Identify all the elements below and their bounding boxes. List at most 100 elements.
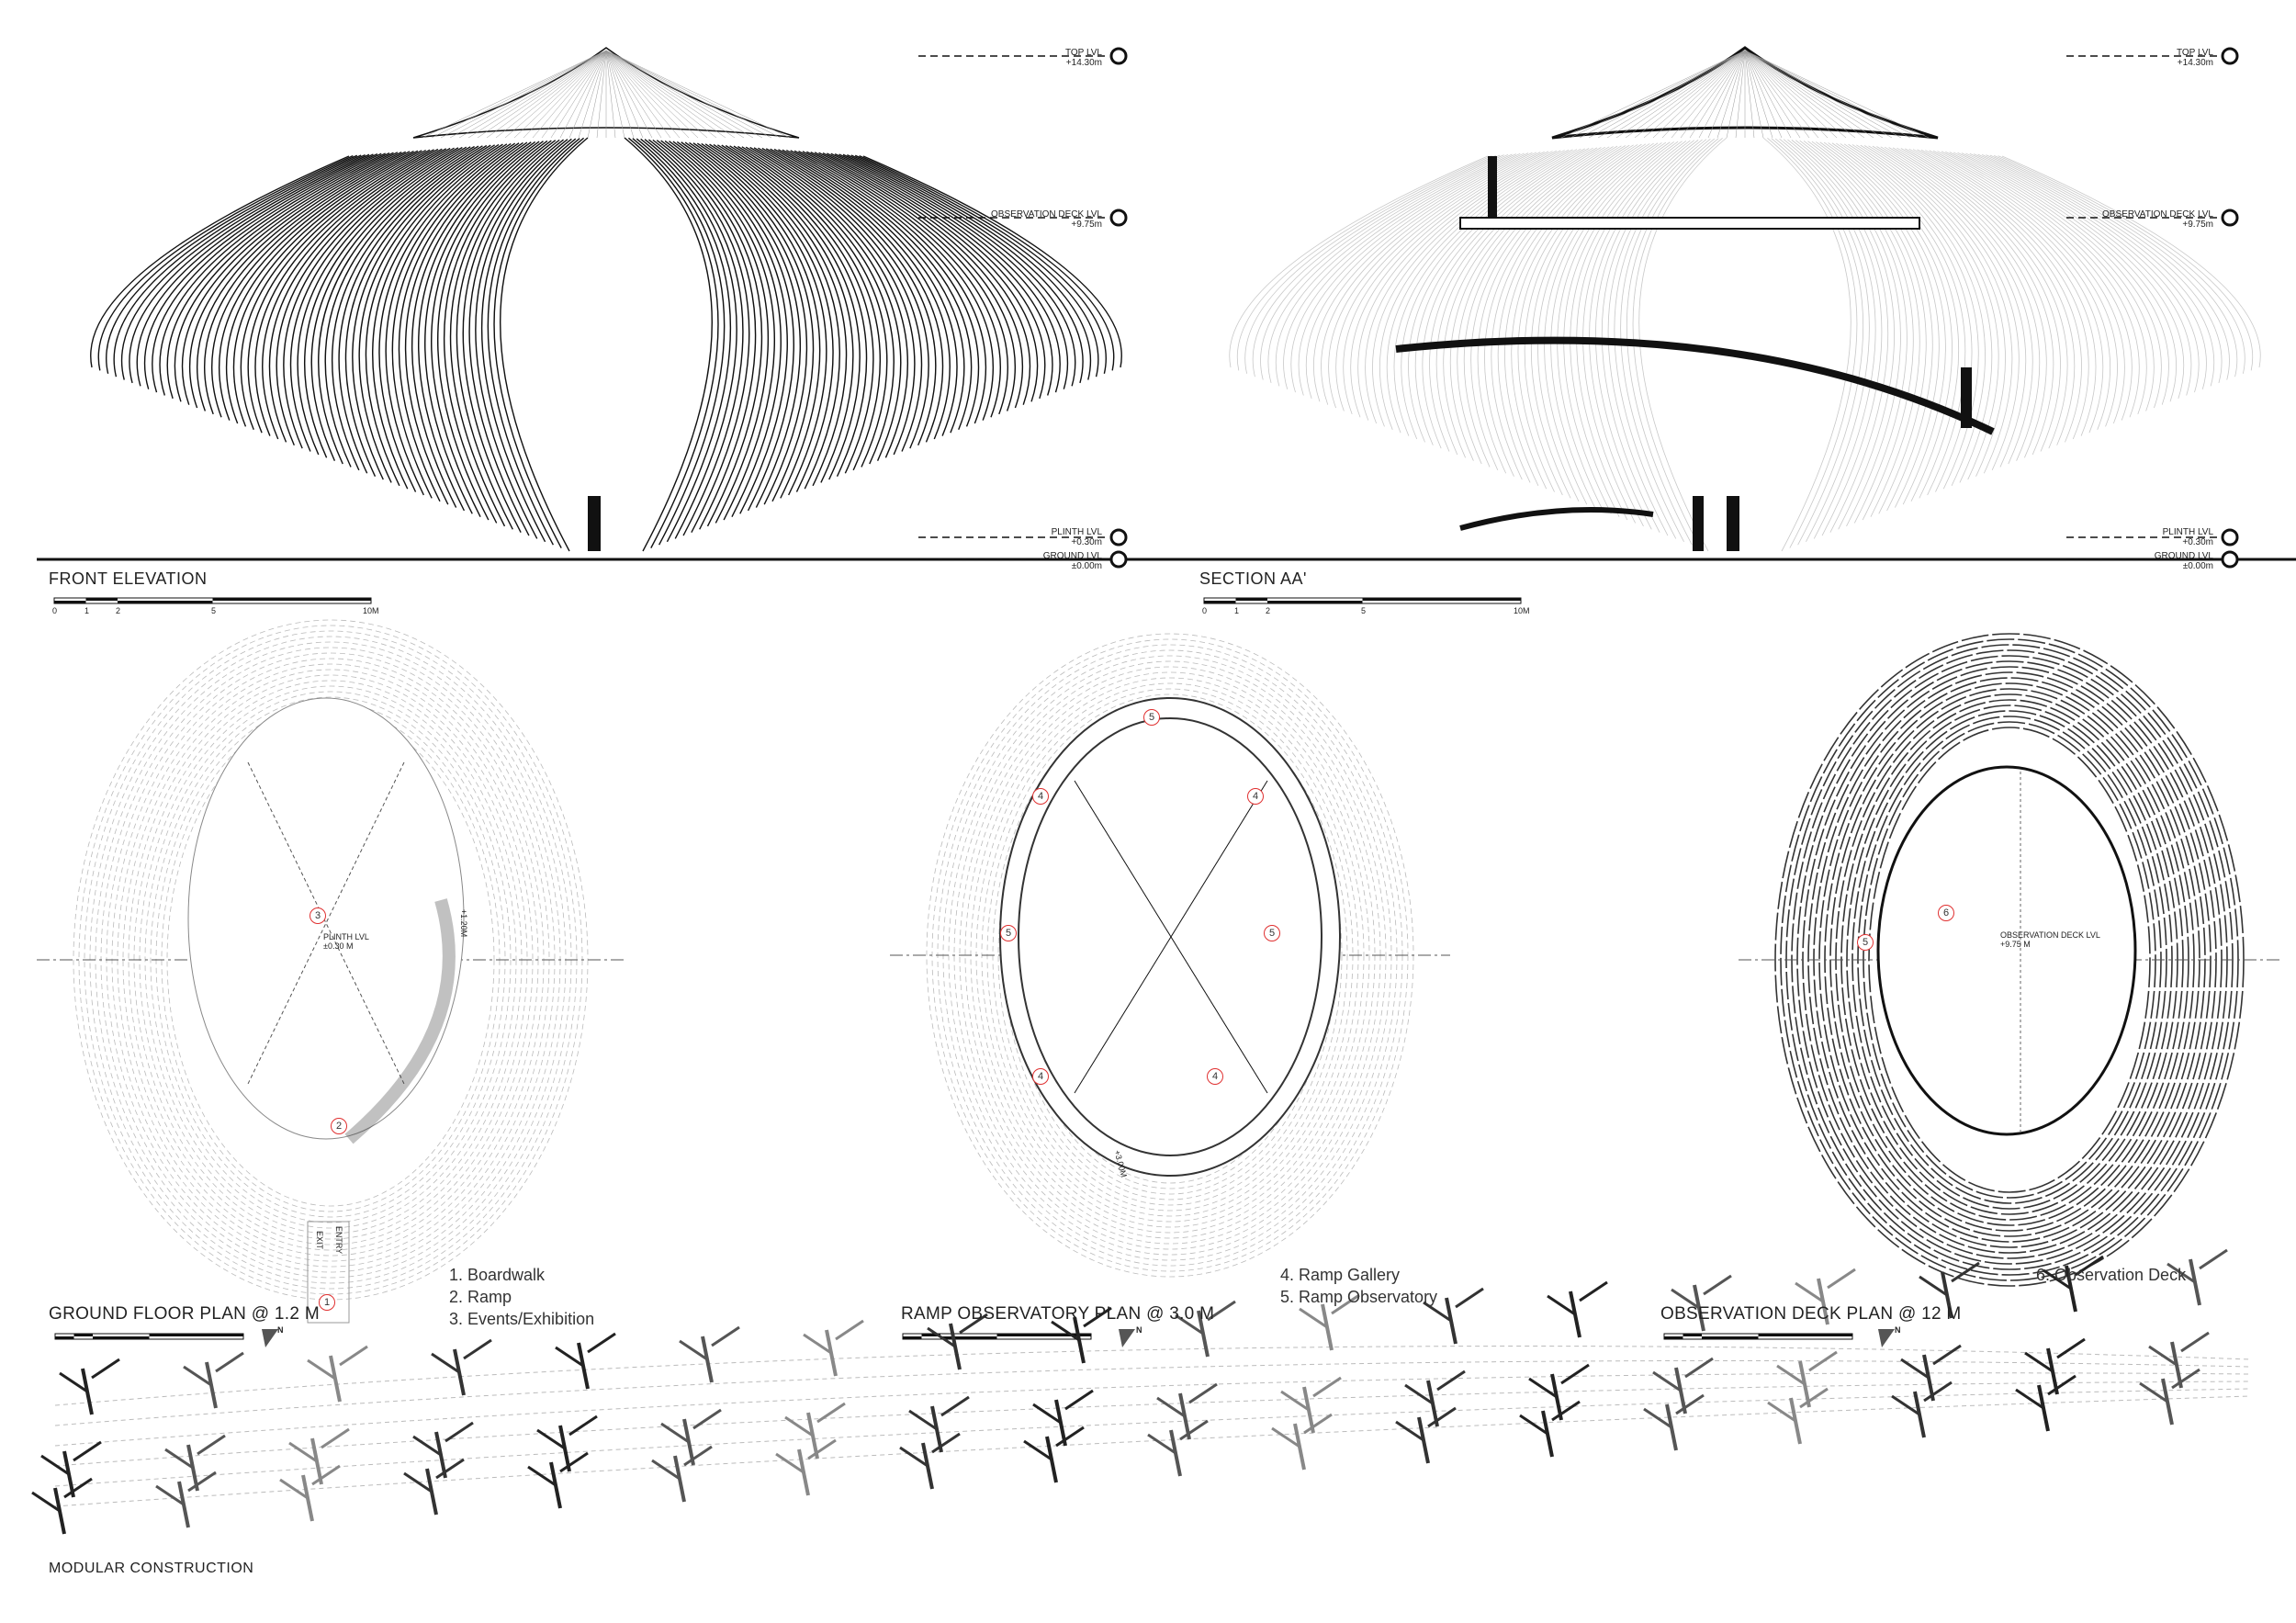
scale-bar-segment	[1362, 598, 1521, 601]
roof-rib	[605, 50, 717, 139]
module-member	[1643, 1407, 1672, 1429]
module-member	[559, 1451, 589, 1473]
bamboo-member	[1840, 143, 1973, 492]
bamboo-member	[1961, 152, 2185, 400]
legend-item: 3. Events/Exhibition	[449, 1310, 595, 1328]
section-plinth-level: PLINTH LVL+0.30m	[2162, 527, 2213, 547]
module-member	[412, 1435, 442, 1457]
roof-rib	[1744, 50, 1764, 139]
roof-rib	[1652, 50, 1746, 139]
human-figure	[1693, 496, 1704, 551]
module-member	[692, 1408, 722, 1430]
scale-tick: 5	[211, 606, 217, 615]
roof-rib	[1643, 50, 1746, 139]
bamboo-member	[1365, 150, 1561, 424]
roof-rib	[504, 50, 607, 139]
module-member	[1547, 1294, 1576, 1316]
bamboo-member	[136, 153, 374, 387]
roof-rib	[605, 50, 782, 139]
front-ground-level: GROUND LVL±0.00m	[1042, 551, 1102, 571]
scale-bar-segment	[1683, 1334, 1702, 1336]
module-member	[1427, 1406, 1457, 1428]
roof-rib	[596, 50, 607, 139]
scale-bar-segment	[212, 598, 371, 601]
bamboo-member	[365, 143, 503, 487]
roof-rib	[605, 50, 708, 139]
roof-rib	[1744, 50, 1773, 139]
bamboo-member	[378, 142, 512, 492]
roof-rib	[1744, 50, 1755, 139]
bamboo-member	[1614, 139, 1711, 539]
bamboo-member	[262, 148, 443, 440]
bamboo-member	[1422, 147, 1593, 449]
roof-rib	[605, 50, 690, 139]
bamboo-member	[1414, 148, 1590, 445]
bamboo-member	[324, 145, 479, 468]
module-member	[1175, 1313, 1204, 1336]
roof-rib	[1625, 50, 1746, 139]
bamboo-member	[462, 139, 564, 533]
roof-rib	[1707, 50, 1746, 139]
scale-bar-segment	[85, 598, 118, 601]
bamboo-member	[181, 152, 399, 405]
roof-rib	[1726, 50, 1746, 139]
module-member	[1280, 1390, 1310, 1412]
bamboo-member	[1977, 153, 2215, 387]
module-member	[1776, 1364, 1806, 1386]
roof-rib	[605, 50, 616, 139]
bamboo-member	[729, 145, 881, 471]
bamboo-member	[1544, 141, 1667, 505]
deck-plan-title: OBSERVATION DECK PLAN @ 12 M	[1660, 1304, 1962, 1324]
bamboo-member	[1900, 148, 2076, 445]
module-member	[2047, 1374, 2077, 1396]
ramp-plan	[344, 898, 456, 1144]
ground-plan-legend: 1. Boardwalk 2. Ramp 3. Events/Exhibitio…	[449, 1264, 594, 1330]
module-member	[1808, 1350, 1838, 1372]
bamboo-member	[1925, 150, 2118, 427]
bamboo-member	[827, 152, 1053, 396]
bamboo-member	[701, 142, 834, 492]
bamboo-member	[97, 155, 354, 371]
human-figure	[588, 496, 601, 551]
module-member	[1299, 1307, 1328, 1329]
bamboo-member	[721, 144, 868, 477]
scale-tick: 10M	[1514, 606, 1530, 615]
scale-tick: 0	[52, 606, 58, 615]
north-arrow-icon	[1119, 1329, 1135, 1347]
roof-rib	[605, 50, 653, 139]
bamboo-member	[636, 138, 732, 543]
bamboo-member	[1779, 139, 1876, 539]
module-member	[1032, 1403, 1062, 1425]
bamboo-member	[385, 142, 516, 496]
module-member	[679, 1339, 708, 1361]
bamboo-member	[493, 137, 585, 548]
module-member	[91, 1358, 120, 1380]
bamboo-member	[1774, 138, 1870, 543]
bamboo-member	[632, 138, 726, 546]
scale-tick: 5	[1361, 606, 1367, 615]
module-member	[2056, 1337, 2086, 1359]
bamboo-member	[1335, 151, 1545, 411]
bamboo-member	[862, 155, 1122, 368]
human-figure	[1727, 496, 1739, 551]
roof-rib	[1744, 50, 1829, 139]
module-member	[1147, 1433, 1176, 1455]
bamboo-member	[1791, 140, 1895, 530]
bamboo-member	[1582, 140, 1691, 524]
roof-rib	[1698, 50, 1746, 139]
bamboo-member	[1386, 149, 1573, 434]
bamboo-member	[709, 143, 848, 487]
scale-bar-segment	[73, 1334, 93, 1336]
roof-rib	[1579, 50, 1746, 139]
module-member	[1156, 1396, 1186, 1418]
bamboo-member	[1252, 154, 1501, 378]
module-member	[1891, 1394, 1920, 1416]
module-member	[807, 1438, 837, 1460]
bamboo-member	[188, 151, 402, 409]
scale-bar-segment	[54, 601, 86, 603]
bamboo-member	[1828, 142, 1953, 502]
bamboo-member	[444, 140, 552, 524]
level-marker-icon	[1109, 528, 1128, 547]
roof-rib	[1560, 50, 1746, 139]
bamboo-member	[713, 143, 854, 483]
